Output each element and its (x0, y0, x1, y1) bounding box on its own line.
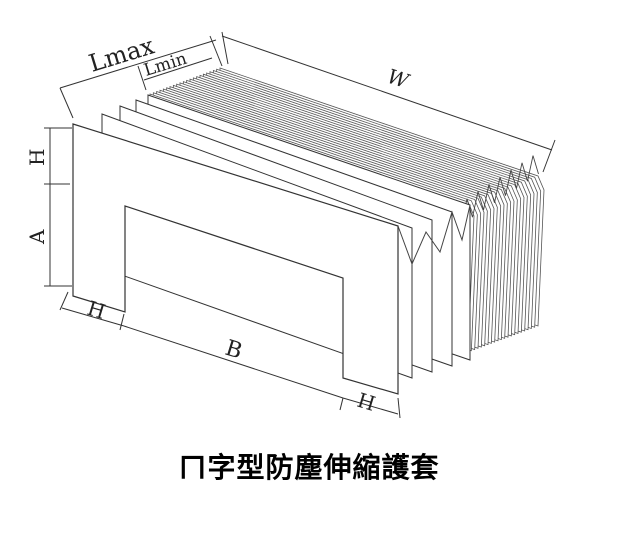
bellows-diagram: Lmax Lmin W H A H B H (25, 31, 556, 419)
b-label: B (222, 336, 245, 365)
a-label: A (25, 229, 49, 245)
w-label: W (384, 64, 412, 94)
dimension-lines (44, 31, 556, 419)
h-right-label: H (355, 388, 379, 416)
front-u-panel (72, 123, 399, 395)
h-left-label: H (85, 296, 109, 324)
caption-title: ㄇ字型防塵伸縮護套 (178, 451, 440, 484)
h-top-label: H (25, 149, 49, 166)
front-zigzag (397, 204, 471, 266)
